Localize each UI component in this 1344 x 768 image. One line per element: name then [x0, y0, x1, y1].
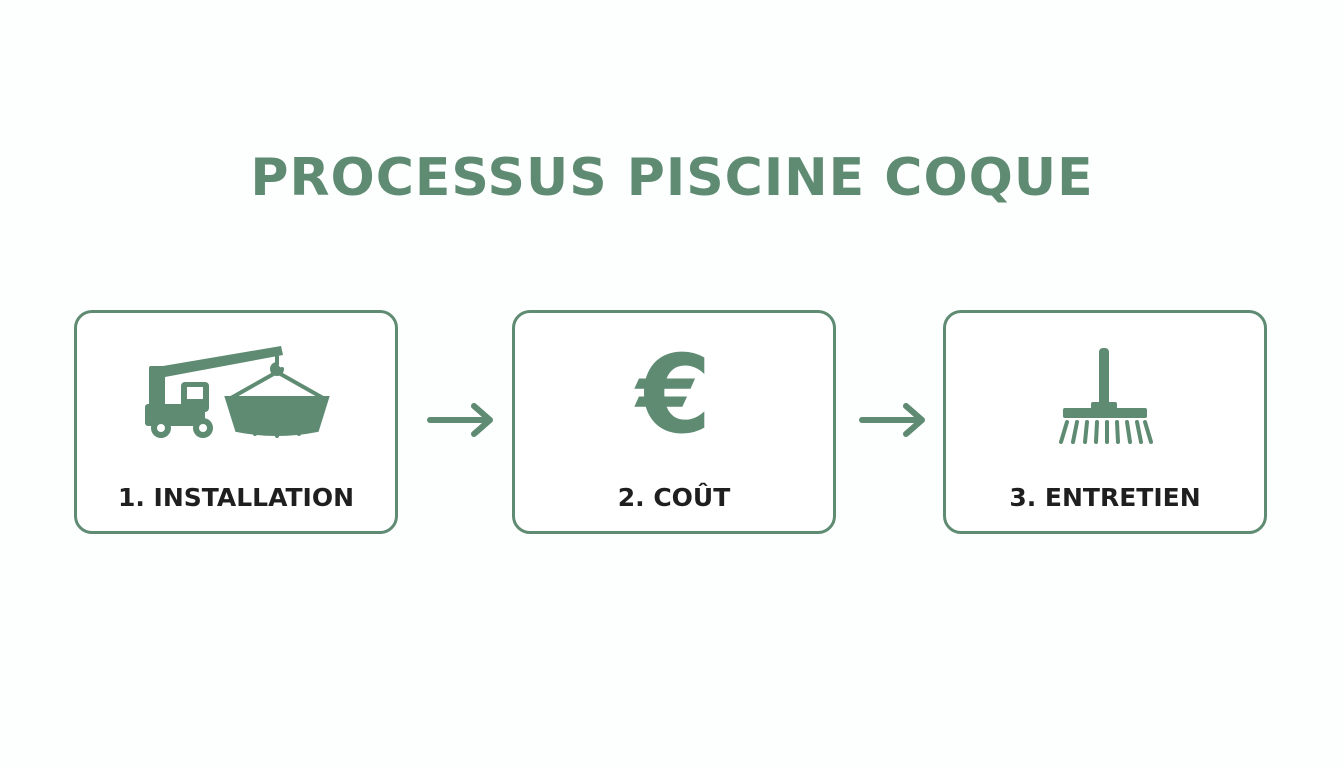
step-cout: € 2. COÛT — [512, 310, 836, 534]
broom-icon — [946, 341, 1264, 451]
step-installation: 1. INSTALLATION — [74, 310, 398, 534]
euro-icon: € — [636, 333, 712, 458]
arrow-right-icon — [859, 403, 925, 437]
crane-truck-icon — [77, 341, 395, 451]
step-entretien: 3. ENTRETIEN — [943, 310, 1267, 534]
arrow-right-icon — [427, 403, 493, 437]
diagram-title: PROCESSUS PISCINE COQUE — [250, 148, 1094, 208]
step-label: 3. ENTRETIEN — [1009, 483, 1201, 512]
step-label: 1. INSTALLATION — [117, 483, 355, 512]
step-label: 2. COÛT — [617, 483, 731, 512]
